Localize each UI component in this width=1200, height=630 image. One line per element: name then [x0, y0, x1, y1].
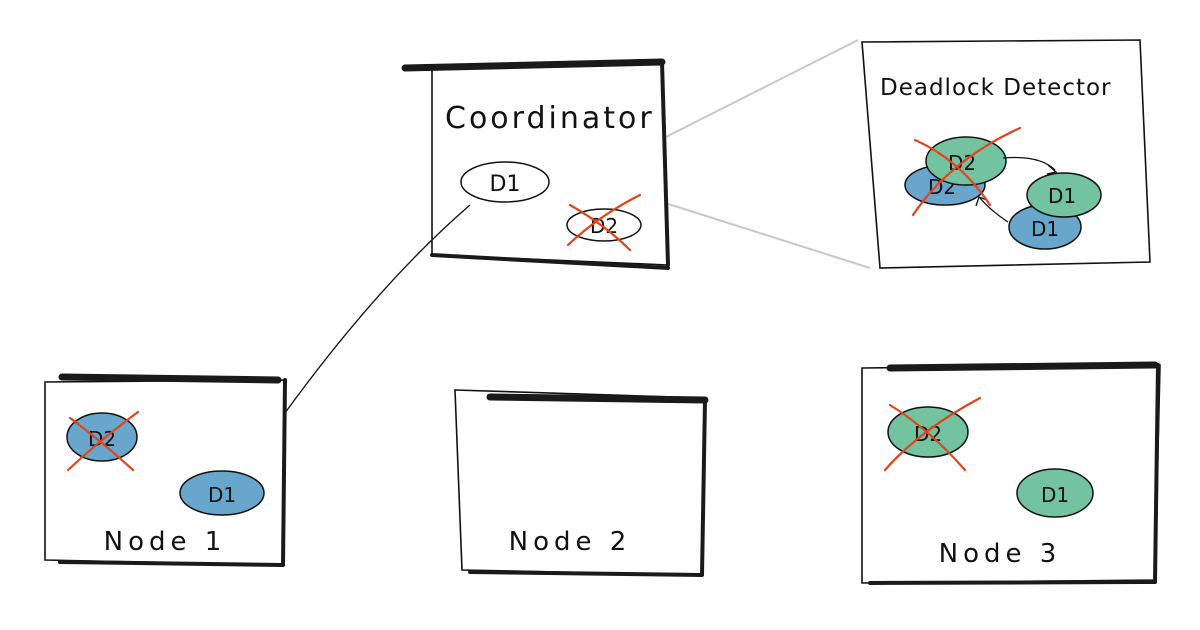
node-2-label: Node 2 [509, 527, 632, 557]
detector-green-d1-label: D1 [1048, 184, 1076, 208]
node-1-d1 [179, 470, 265, 516]
node-3-d1-label: D1 [1041, 483, 1069, 507]
coordinator-d1-label: D1 [490, 172, 521, 197]
cross-icon [566, 193, 642, 252]
detector-green-d1 [1026, 172, 1102, 218]
deadlock-detector-box: Deadlock Detector D2 D2 D1 D1 [861, 39, 1151, 269]
coordinator-d2 [566, 208, 642, 242]
arrow-icon [1002, 156, 1058, 175]
detector-title: Deadlock Detector [880, 75, 1112, 101]
coordinator-box: Coordinator D1 D2 [401, 58, 670, 270]
cross-icon [883, 396, 982, 472]
node-1-label: Node 1 [104, 527, 227, 557]
node-1-d1-label: D1 [208, 483, 236, 507]
detector-blue-d1-label: D1 [1031, 217, 1059, 241]
node-2-box: Node 2 [454, 389, 709, 577]
node-3-d1 [1016, 468, 1094, 518]
cross-icon [66, 410, 140, 472]
node-1-box: D2 D1 Node 1 [44, 373, 287, 567]
node-3-box: D2 D1 Node 3 [861, 361, 1161, 585]
cross-icon [911, 126, 1022, 217]
coordinator-title: Coordinator [445, 101, 655, 136]
arrow-icon [975, 196, 1009, 223]
coordinator-d1 [460, 161, 550, 203]
node-3-label: Node 3 [939, 539, 1062, 569]
